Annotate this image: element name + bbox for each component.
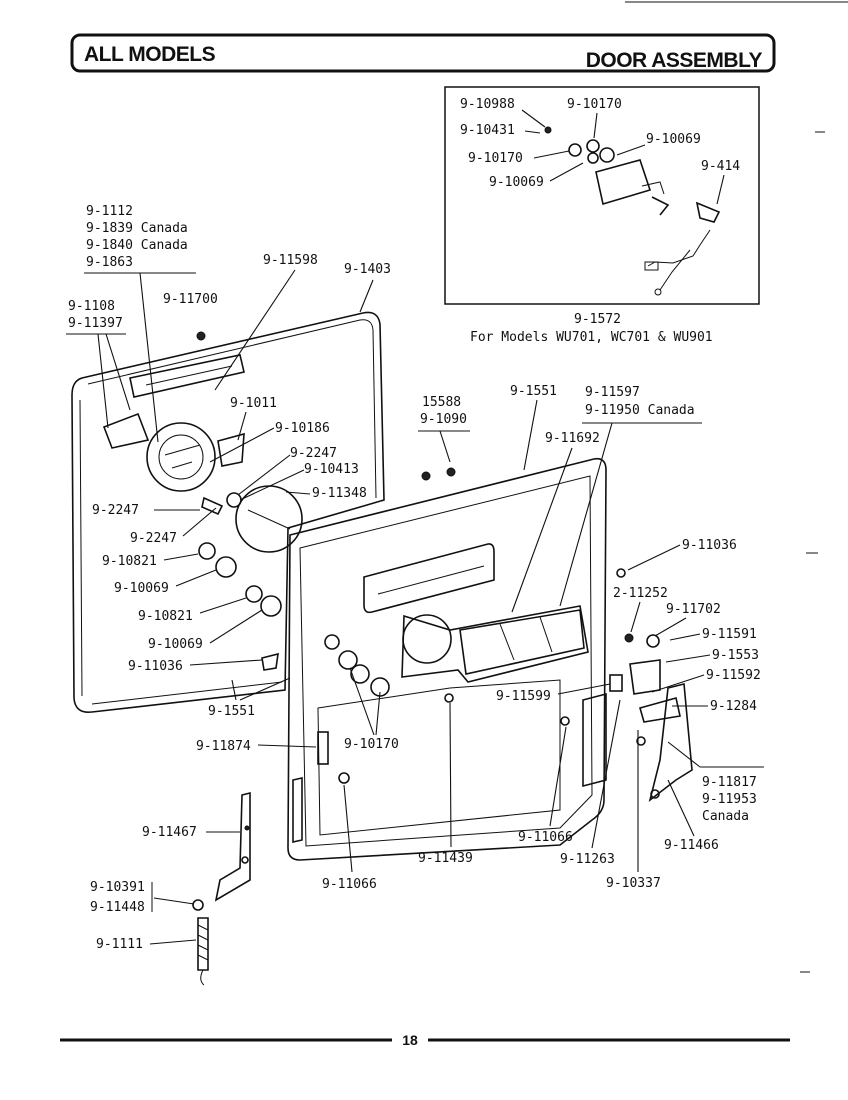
header-banner: ALL MODELS DOOR ASSEMBLY — [70, 33, 776, 73]
inset-label: 9-10170 — [468, 151, 523, 166]
callout-label: 9-11692 — [545, 431, 600, 446]
callout-label: 2-11252 — [613, 586, 668, 601]
callout-label: 9-11397 — [68, 316, 123, 331]
inset-assembly-number: 9-1572 — [574, 312, 621, 327]
callout-label: 9-11036 — [128, 659, 183, 674]
callout-label: 9-11348 — [312, 486, 367, 501]
callout-label: 9-2247 — [92, 503, 139, 518]
callout-label: 9-2247 — [130, 531, 177, 546]
callout-label: 9-1108 — [68, 299, 115, 314]
callout-label: 9-11700 — [163, 292, 218, 307]
callout-label: 9-10391 — [90, 880, 145, 895]
callout-label: 9-11439 — [418, 851, 473, 866]
callout-label: 9-11066 — [518, 830, 573, 845]
inset-caption: For Models WU701, WC701 & WU901 — [470, 330, 713, 345]
page-footer: 18 — [60, 1032, 790, 1048]
header-right-title: DOOR ASSEMBLY — [586, 49, 763, 72]
callout-label: 9-11599 — [496, 689, 551, 704]
inset-panel: 9-10988 9-10170 9-10431 9-10069 9-10170 … — [444, 86, 760, 345]
callouts-right: 15588 9-1090 9-1551 9-11597 9-11950 Cana… — [418, 384, 764, 891]
callout-label: 9-11467 — [142, 825, 197, 840]
callout-label: 9-11448 — [90, 900, 145, 915]
inset-label: 9-10069 — [646, 132, 701, 147]
callout-label: 9-11817 — [702, 775, 757, 790]
callout-label: 9-11592 — [706, 668, 761, 683]
inset-label: 9-10069 — [489, 175, 544, 190]
header-left-title: ALL MODELS — [84, 43, 216, 66]
callout-label: 9-11874 — [196, 739, 251, 754]
callout-label: 9-11591 — [702, 627, 757, 642]
callout-label: 9-10821 — [138, 609, 193, 624]
inset-label: 9-414 — [701, 159, 740, 174]
inner-door-panel — [287, 457, 626, 861]
inset-label: 9-10170 — [567, 97, 622, 112]
hinge-spring — [192, 791, 251, 986]
callout-label: 9-1551 — [510, 384, 557, 399]
callout-label: 9-11597 — [585, 385, 640, 400]
callout-label: 9-10069 — [148, 637, 203, 652]
callout-label: 9-1551 — [208, 704, 255, 719]
callout-label: 9-1840 Canada — [86, 238, 188, 253]
callout-label: 9-10821 — [102, 554, 157, 569]
callout-label: 9-11466 — [664, 838, 719, 853]
callout-label: 9-11950 Canada — [585, 403, 695, 418]
callout-label: 9-11066 — [322, 877, 377, 892]
callout-label: 9-10170 — [344, 737, 399, 752]
callout-label: 9-1011 — [230, 396, 277, 411]
callout-label: 9-10337 — [606, 876, 661, 891]
inset-label: 9-10988 — [460, 97, 515, 112]
callout-label: 9-1284 — [710, 699, 757, 714]
callout-label: 9-1839 Canada — [86, 221, 188, 236]
callout-label: 9-11598 — [263, 253, 318, 268]
callout-label: 9-1111 — [96, 937, 143, 952]
callout-label: 9-1553 — [712, 648, 759, 663]
callout-label: 9-1403 — [344, 262, 391, 277]
callout-label: 15588 — [422, 395, 461, 410]
callout-label: 9-10413 — [304, 462, 359, 477]
callout-label: 9-1112 — [86, 204, 133, 219]
callout-label: 9-1090 — [420, 412, 467, 427]
outer-door-panel — [71, 311, 385, 714]
callout-label: 9-11702 — [666, 602, 721, 617]
callout-label: Canada — [702, 809, 749, 824]
page-number: 18 — [402, 1032, 418, 1048]
latch-assembly — [609, 633, 693, 803]
callout-label: 9-1863 — [86, 255, 133, 270]
callout-label: 9-11953 — [702, 792, 757, 807]
callout-label: 9-2247 — [290, 446, 337, 461]
callout-label: 9-11036 — [682, 538, 737, 553]
inset-label: 9-10431 — [460, 123, 515, 138]
callout-label: 9-10069 — [114, 581, 169, 596]
callout-label: 9-11263 — [560, 852, 615, 867]
callouts-left: 9-1112 9-1839 Canada 9-1840 Canada 9-186… — [66, 204, 473, 952]
callout-label: 9-10186 — [275, 421, 330, 436]
